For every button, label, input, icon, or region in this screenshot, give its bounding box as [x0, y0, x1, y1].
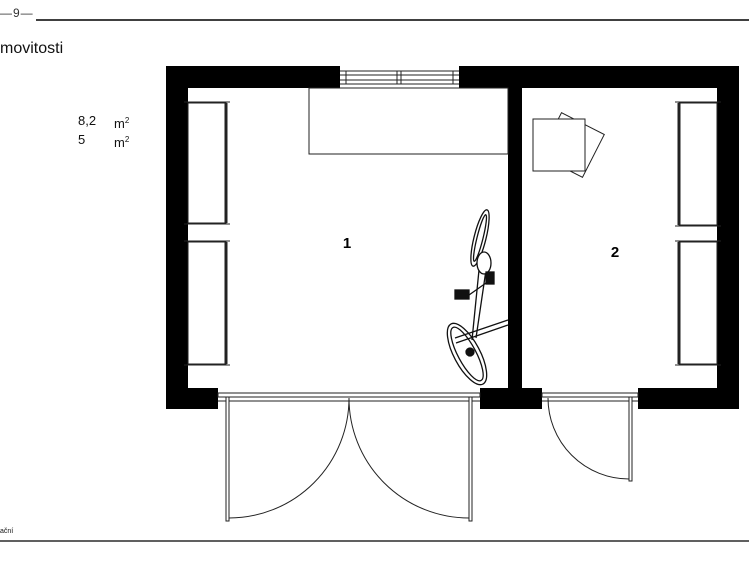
legend-unit: m2	[114, 116, 130, 131]
footer-text: ační	[0, 528, 14, 535]
counter	[308, 87, 509, 155]
legend-unit: m2	[114, 135, 130, 150]
wall-top-right	[459, 66, 739, 88]
window-top	[340, 70, 459, 85]
room-label-1: 1	[343, 235, 351, 252]
boxes	[532, 112, 605, 178]
legend-value: 5	[78, 132, 86, 147]
wall-bottom-middle	[480, 388, 542, 409]
room-label-2: 2	[611, 244, 619, 261]
wall-top-left	[166, 66, 340, 88]
single-door	[541, 392, 639, 482]
legend-value: 8,2	[78, 113, 97, 128]
wall-right	[717, 66, 739, 409]
walls	[166, 66, 739, 409]
wall-partition	[508, 88, 522, 409]
wall-bottom-right	[638, 388, 739, 409]
wall-bottom-left	[166, 388, 218, 409]
bicycle-icon	[446, 209, 509, 386]
shelves-room-2	[675, 101, 721, 366]
shelves-room-1	[184, 101, 230, 366]
page-title: movitosti	[0, 40, 64, 57]
corner-fragment: —9—	[0, 6, 34, 20]
wall-left	[166, 66, 188, 409]
double-door	[217, 392, 481, 522]
